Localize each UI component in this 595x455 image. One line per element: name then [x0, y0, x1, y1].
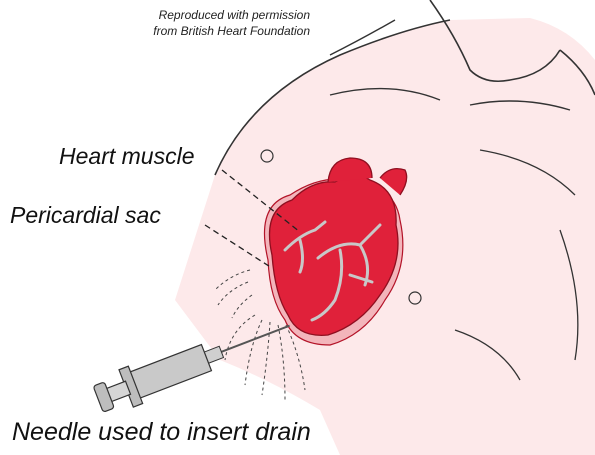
- left-nipple: [261, 150, 273, 162]
- right-nipple: [409, 292, 421, 304]
- credit-line-1: Reproduced with permission: [159, 8, 310, 22]
- label-pericardial-sac: Pericardial sac: [10, 202, 161, 229]
- syringe-barrel: [129, 345, 212, 399]
- label-heart-muscle: Heart muscle: [59, 143, 194, 170]
- credit-line-2: from British Heart Foundation: [153, 24, 310, 38]
- label-needle: Needle used to insert drain: [12, 418, 311, 447]
